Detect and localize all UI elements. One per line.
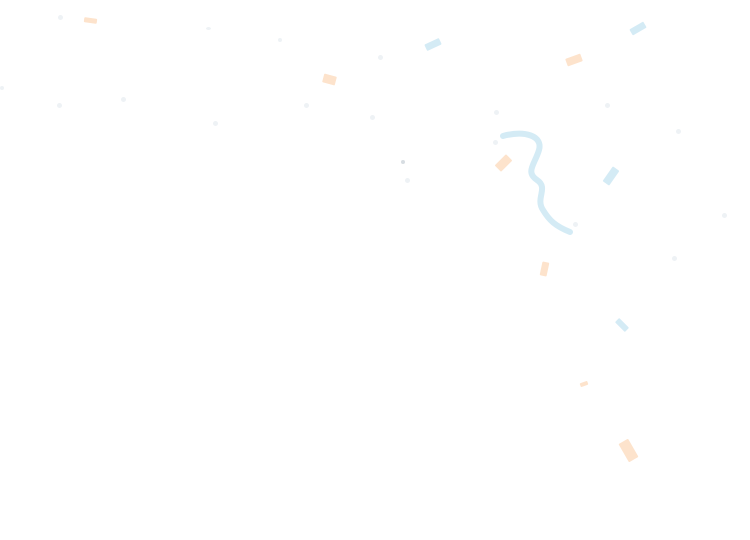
speck	[278, 38, 282, 42]
confetti-piece	[565, 53, 583, 67]
speck	[58, 15, 63, 20]
speck	[722, 213, 727, 218]
speck	[493, 140, 498, 145]
confetti-piece	[579, 380, 589, 388]
confetti-piece	[618, 438, 639, 463]
speck	[676, 129, 681, 134]
speck-dark	[401, 160, 405, 164]
speck	[206, 27, 211, 30]
speck	[121, 97, 126, 102]
ribbon-stroke	[500, 130, 573, 235]
speck	[378, 55, 383, 60]
confetti-ribbon	[500, 130, 573, 235]
speck	[405, 178, 410, 183]
speck	[213, 121, 218, 126]
confetti-piece	[614, 317, 630, 333]
confetti-piece	[602, 166, 620, 186]
speck	[605, 103, 610, 108]
speck	[0, 86, 4, 90]
confetti-piece	[494, 154, 513, 172]
speck	[304, 103, 309, 108]
speck	[573, 222, 578, 227]
speck	[494, 110, 499, 115]
confetti-piece	[322, 73, 337, 86]
confetti-piece	[539, 261, 550, 277]
confetti-piece	[629, 21, 647, 36]
speck	[57, 103, 62, 108]
confetti-piece	[83, 17, 98, 24]
speck	[672, 256, 677, 261]
speck	[370, 115, 375, 120]
confetti-piece	[424, 37, 442, 52]
